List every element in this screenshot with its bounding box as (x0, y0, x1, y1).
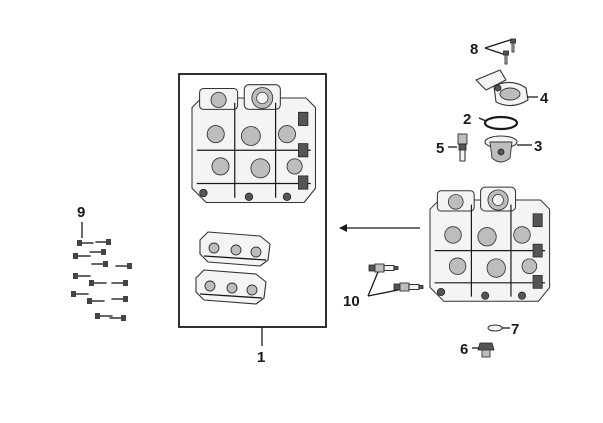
cylinder-head-assembly-box (178, 73, 327, 328)
callout-2: 2 (463, 111, 471, 128)
callout-10: 10 (343, 293, 360, 310)
washer-7 (487, 324, 503, 332)
callout-8: 8 (470, 41, 478, 58)
callout-3: 3 (534, 138, 542, 155)
callout-5: 5 (436, 140, 444, 157)
thermostat-cover-4 (475, 69, 529, 107)
callout-1: 1 (257, 349, 265, 366)
o-ring-2 (483, 115, 519, 131)
cylinder-head-drawing-left (191, 84, 317, 204)
cylinder-head-drawing-right (429, 186, 551, 302)
bolt-6 (477, 342, 495, 358)
camshaft-holder-lower (195, 269, 267, 305)
temperature-sensor-5 (457, 133, 468, 162)
callout-4: 4 (540, 90, 549, 107)
bolt-pair-8 (503, 38, 516, 65)
bolt-set-9 (71, 239, 132, 321)
camshaft-holder-upper (199, 231, 271, 267)
spark-plug-10a (368, 263, 399, 273)
thermostat-3 (484, 135, 518, 163)
callout-9: 9 (77, 204, 85, 221)
callout-6: 6 (460, 341, 468, 358)
callout-7: 7 (511, 321, 519, 338)
spark-plug-10b (393, 282, 424, 292)
